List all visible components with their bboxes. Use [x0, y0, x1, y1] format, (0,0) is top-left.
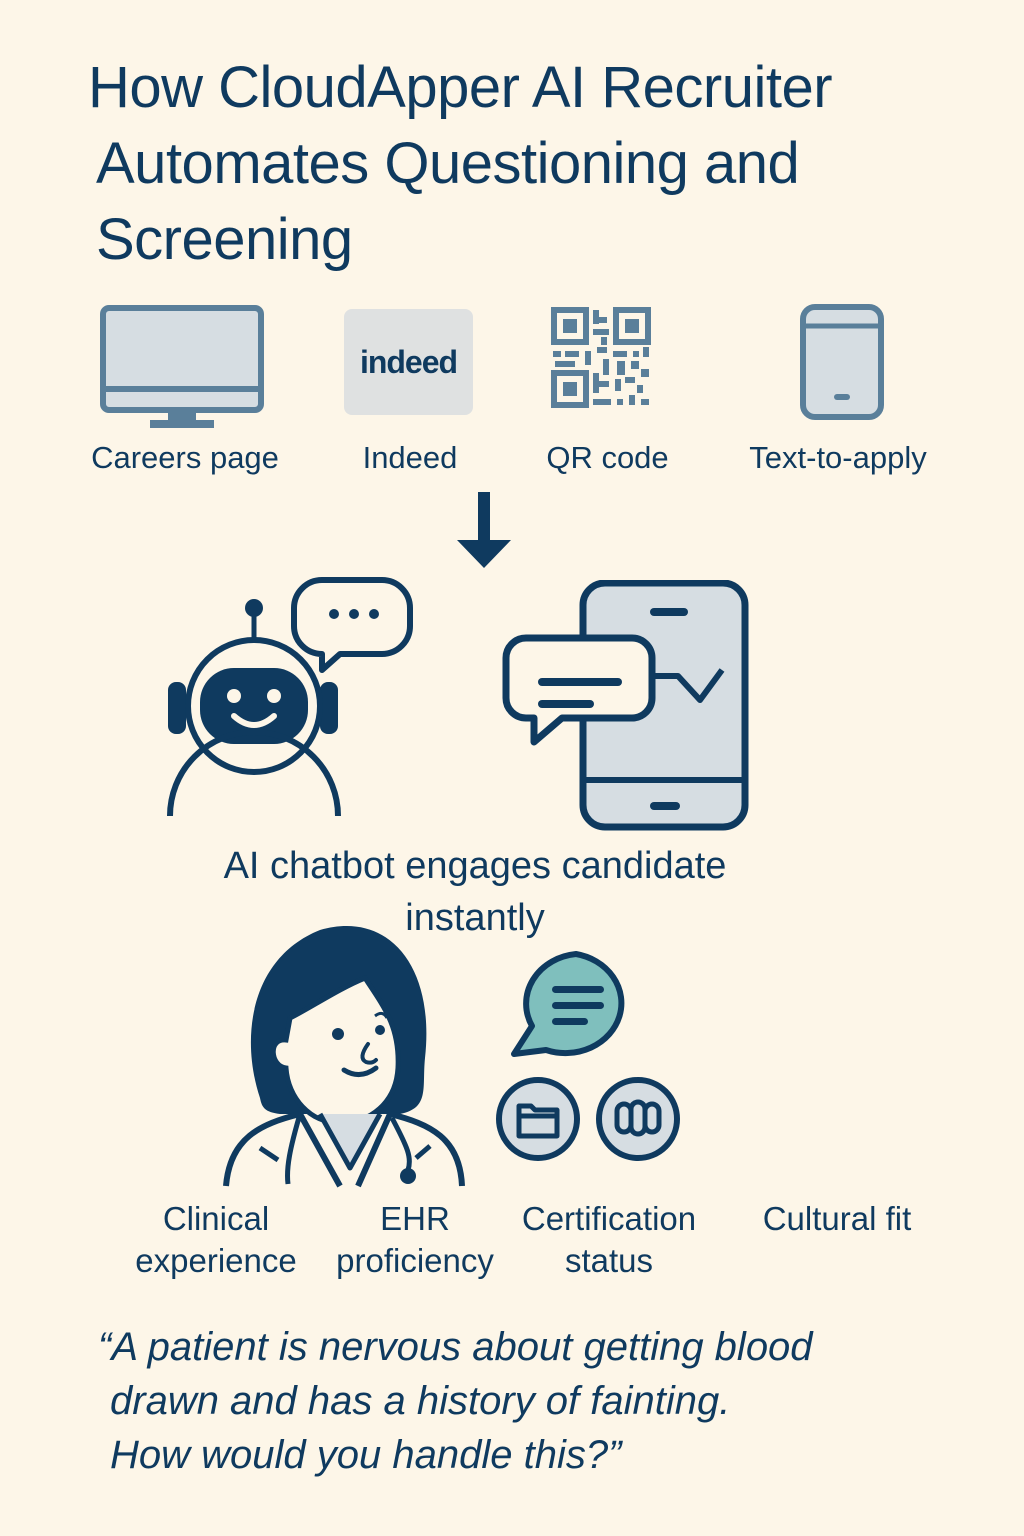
qr-code-icon — [551, 307, 651, 408]
team-badge — [595, 1076, 681, 1162]
quote-line-1: “A patient is nervous about getting bloo… — [98, 1325, 813, 1369]
source-label-text-to-apply: Text-to-apply — [749, 440, 927, 475]
folder-badge — [495, 1076, 581, 1162]
title-line-2: Automates Questioning and — [96, 131, 800, 196]
sample-question-quote: “A patient is nervous about getting bloo… — [98, 1320, 958, 1482]
criterion-cultural-fit: Cultural fit — [762, 1200, 912, 1237]
source-qr — [551, 307, 651, 409]
screening-chat-bubble — [510, 950, 636, 1060]
indeed-logo: indeed — [344, 309, 473, 415]
desktop-monitor-icon — [100, 305, 264, 428]
smartphone-chat-icon — [502, 580, 749, 831]
source-indeed: indeed — [344, 309, 473, 415]
folder-icon — [496, 1077, 580, 1161]
source-text-to-apply — [800, 304, 884, 420]
quote-line-2: drawn and has a history of fainting. — [110, 1379, 731, 1423]
title-line-3: Screening — [96, 207, 353, 272]
quote-line-3: How would you handle this?” — [110, 1433, 622, 1477]
team-icon — [596, 1077, 680, 1161]
page-title: How CloudApper AI Recruiter Automates Qu… — [88, 50, 968, 278]
criterion-certification-status: Certification status — [521, 1200, 697, 1279]
criterion-ehr-proficiency: EHR proficiency — [336, 1200, 494, 1279]
arrow-down-icon — [457, 492, 511, 568]
mobile-phone-icon — [800, 304, 884, 420]
source-label-indeed: Indeed — [362, 440, 458, 475]
engagement-caption: AI chatbot engages candidate instantly — [223, 845, 727, 939]
source-label-qr: QR code — [546, 440, 669, 475]
source-label-careers: Careers page — [91, 440, 279, 475]
nurse-avatar-icon — [223, 926, 465, 1188]
criterion-clinical-experience: Clinical experience — [135, 1200, 297, 1279]
typing-speech-bubble-icon — [291, 577, 413, 673]
title-line-1: How CloudApper AI Recruiter — [88, 55, 833, 120]
flow-arrow — [455, 492, 513, 570]
robot-chatbot-icon — [167, 577, 413, 817]
source-careers-page — [100, 305, 264, 431]
chat-bubble-icon — [511, 951, 625, 1057]
smartphone-chat — [500, 580, 752, 832]
robot-chatbot — [162, 570, 422, 820]
nurse-avatar — [220, 918, 470, 1188]
